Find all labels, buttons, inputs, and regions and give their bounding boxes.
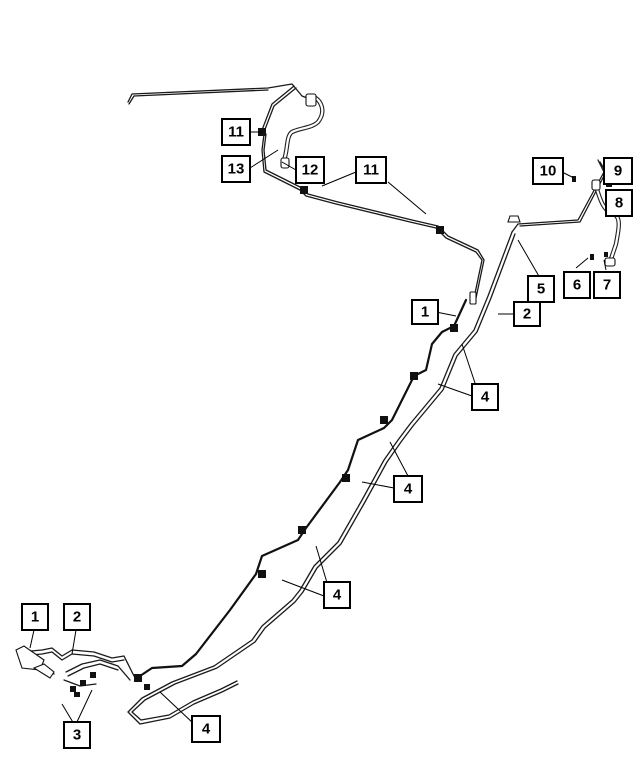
callout-label: 7 <box>603 277 611 294</box>
callout-2-right: 2 <box>513 301 541 327</box>
callout-8: 8 <box>605 189 633 217</box>
callout-label: 4 <box>481 389 490 406</box>
junction-assembly <box>15 645 135 697</box>
rear-tube-assembly <box>127 83 485 305</box>
front-hose-assembly <box>507 159 621 267</box>
callout-label: 2 <box>523 306 531 323</box>
callout-11-top-left: 11 <box>221 118 251 146</box>
main-tube-light <box>127 231 516 725</box>
callout-11-top-middle: 11 <box>355 156 387 184</box>
callout-1-bottom-left: 1 <box>21 603 49 631</box>
callout-label: 12 <box>302 162 319 179</box>
callout-4-upper: 4 <box>471 383 499 411</box>
callout-4-middle: 4 <box>393 475 423 503</box>
callout-4-bottom: 4 <box>191 715 221 743</box>
callout-10: 10 <box>532 157 564 185</box>
callout-2-bottom-left: 2 <box>63 603 91 631</box>
callout-9: 9 <box>603 157 633 185</box>
callout-label: 8 <box>615 195 623 212</box>
callout-label: 6 <box>573 277 581 294</box>
callout-13: 13 <box>221 155 251 183</box>
callout-3: 3 <box>63 721 91 749</box>
callout-label: 1 <box>31 609 39 626</box>
callout-label: 13 <box>228 161 245 178</box>
callout-label: 11 <box>363 162 379 179</box>
callout-label: 10 <box>540 163 557 180</box>
callout-6: 6 <box>563 271 591 299</box>
callout-label: 5 <box>537 281 545 298</box>
leader-lines <box>29 131 621 725</box>
callout-label: 1 <box>421 304 429 321</box>
callout-label: 4 <box>404 481 413 498</box>
callout-4-lower: 4 <box>323 581 351 609</box>
callout-7: 7 <box>593 271 621 299</box>
callout-12: 12 <box>295 156 325 184</box>
callout-1-middle: 1 <box>411 299 439 325</box>
tube-clips <box>134 324 458 690</box>
callout-label: 4 <box>202 721 211 738</box>
callout-label: 11 <box>228 124 244 141</box>
callout-label: 9 <box>614 163 622 180</box>
callout-label: 4 <box>333 587 342 604</box>
callout-label: 2 <box>73 609 81 626</box>
callout-5: 5 <box>527 275 555 303</box>
callout-label: 3 <box>73 727 81 744</box>
